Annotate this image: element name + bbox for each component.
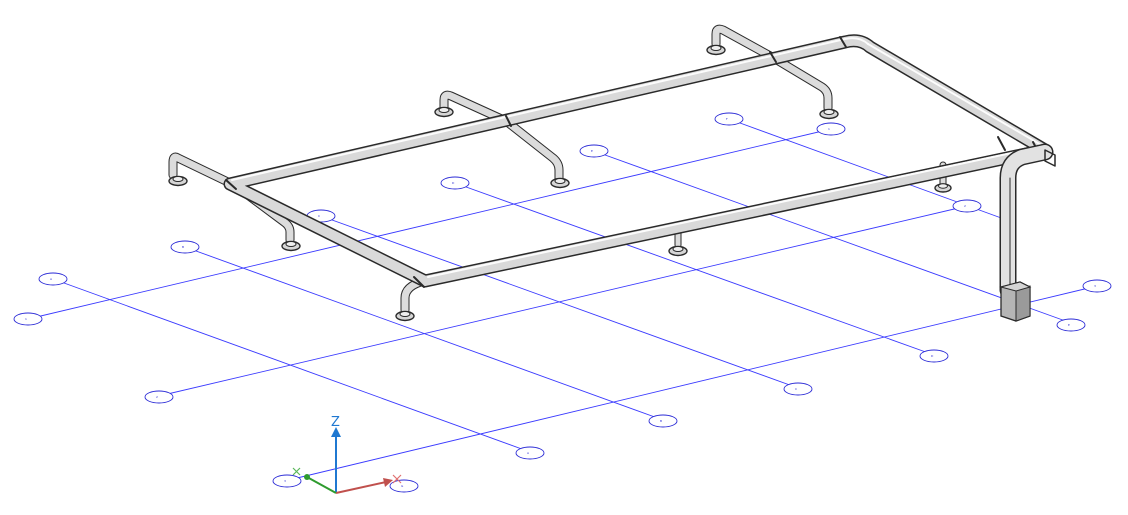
svg-text:3: 3 (1094, 284, 1096, 288)
grid-bubble[interactable]: D (440, 176, 470, 190)
svg-text:A: A (50, 277, 53, 281)
diffusers[interactable] (168, 44, 952, 322)
branch-duct-west[interactable] (168, 152, 295, 245)
grid-bubble[interactable]: A (38, 272, 68, 286)
grid-bubble[interactable]: 1 (13, 312, 43, 326)
diffuser[interactable] (934, 183, 952, 193)
svg-text:D: D (452, 181, 455, 185)
grid-bubble[interactable]: B (648, 414, 678, 428)
grid-bubble[interactable]: 1 (816, 122, 846, 136)
structural-grid (27, 118, 1098, 480)
diffuser[interactable] (281, 240, 301, 252)
grid-bubble[interactable]: 3 (1082, 279, 1112, 293)
branch-duct-middle[interactable] (439, 90, 564, 183)
grid-bubble[interactable]: B (170, 240, 200, 254)
svg-text:1: 1 (828, 127, 830, 131)
ucs-x-cross-icon (392, 474, 402, 484)
grid-bubble[interactable]: D (919, 349, 949, 363)
svg-text:B: B (182, 245, 184, 249)
grid-bubble[interactable]: 2 (952, 199, 982, 213)
svg-text:A: A (527, 451, 530, 455)
ucs-z-label: Z (331, 415, 340, 430)
svg-text:3: 3 (284, 479, 286, 483)
svg-text:C: C (795, 387, 797, 391)
grid-bubble[interactable]: C (783, 382, 813, 396)
ucs-y-marker (304, 474, 310, 480)
svg-text:D: D (931, 354, 934, 358)
grid-bubble[interactable]: E (1056, 318, 1086, 332)
ucs-icon: Z (292, 415, 402, 494)
diffuser[interactable] (168, 175, 188, 187)
ucs-z-arrow (331, 427, 341, 437)
diffuser[interactable] (819, 108, 839, 120)
grid-bubble[interactable]: A (515, 446, 545, 460)
svg-text:G: G (401, 484, 404, 488)
ucs-x-arrow (383, 478, 393, 487)
vertical-riser[interactable] (999, 143, 1056, 322)
grid-bubble[interactable]: E (579, 144, 609, 158)
grid-line-e (593, 150, 1072, 324)
branch-duct-east[interactable] (711, 24, 833, 113)
grid-bubbles: A A B B C C D D E E F 1 1 2 2 3 3 G (13, 112, 1112, 493)
diffuser[interactable] (550, 177, 570, 189)
ucs-y-axis (306, 476, 337, 494)
duct-system[interactable] (168, 24, 1056, 322)
diffuser[interactable] (395, 310, 415, 322)
grid-bubble[interactable]: 2 (144, 390, 174, 404)
grid-line-a (52, 278, 531, 453)
diffuser[interactable] (434, 106, 454, 118)
main-duct-loop[interactable] (223, 34, 1052, 288)
diffuser[interactable] (706, 44, 726, 56)
ucs-y-cross-icon (292, 467, 301, 476)
grid-line-d (454, 182, 935, 356)
svg-text:B: B (660, 419, 662, 423)
grid-bubble[interactable]: G (389, 479, 419, 493)
svg-text:C: C (318, 214, 320, 218)
grid-line-1 (27, 128, 832, 320)
svg-text:2: 2 (964, 204, 966, 208)
svg-text:2: 2 (156, 395, 158, 399)
grid-line-2 (158, 205, 968, 397)
diffuser[interactable] (668, 245, 688, 257)
ucs-x-axis (335, 481, 387, 494)
svg-text:1: 1 (25, 317, 27, 321)
svg-text:F: F (726, 117, 728, 121)
grid-bubble[interactable]: F (714, 112, 744, 126)
svg-text:E: E (591, 149, 593, 153)
svg-text:E: E (1068, 323, 1070, 327)
grid-line-3 (292, 285, 1098, 480)
grid-bubble[interactable]: 3 (272, 474, 302, 488)
